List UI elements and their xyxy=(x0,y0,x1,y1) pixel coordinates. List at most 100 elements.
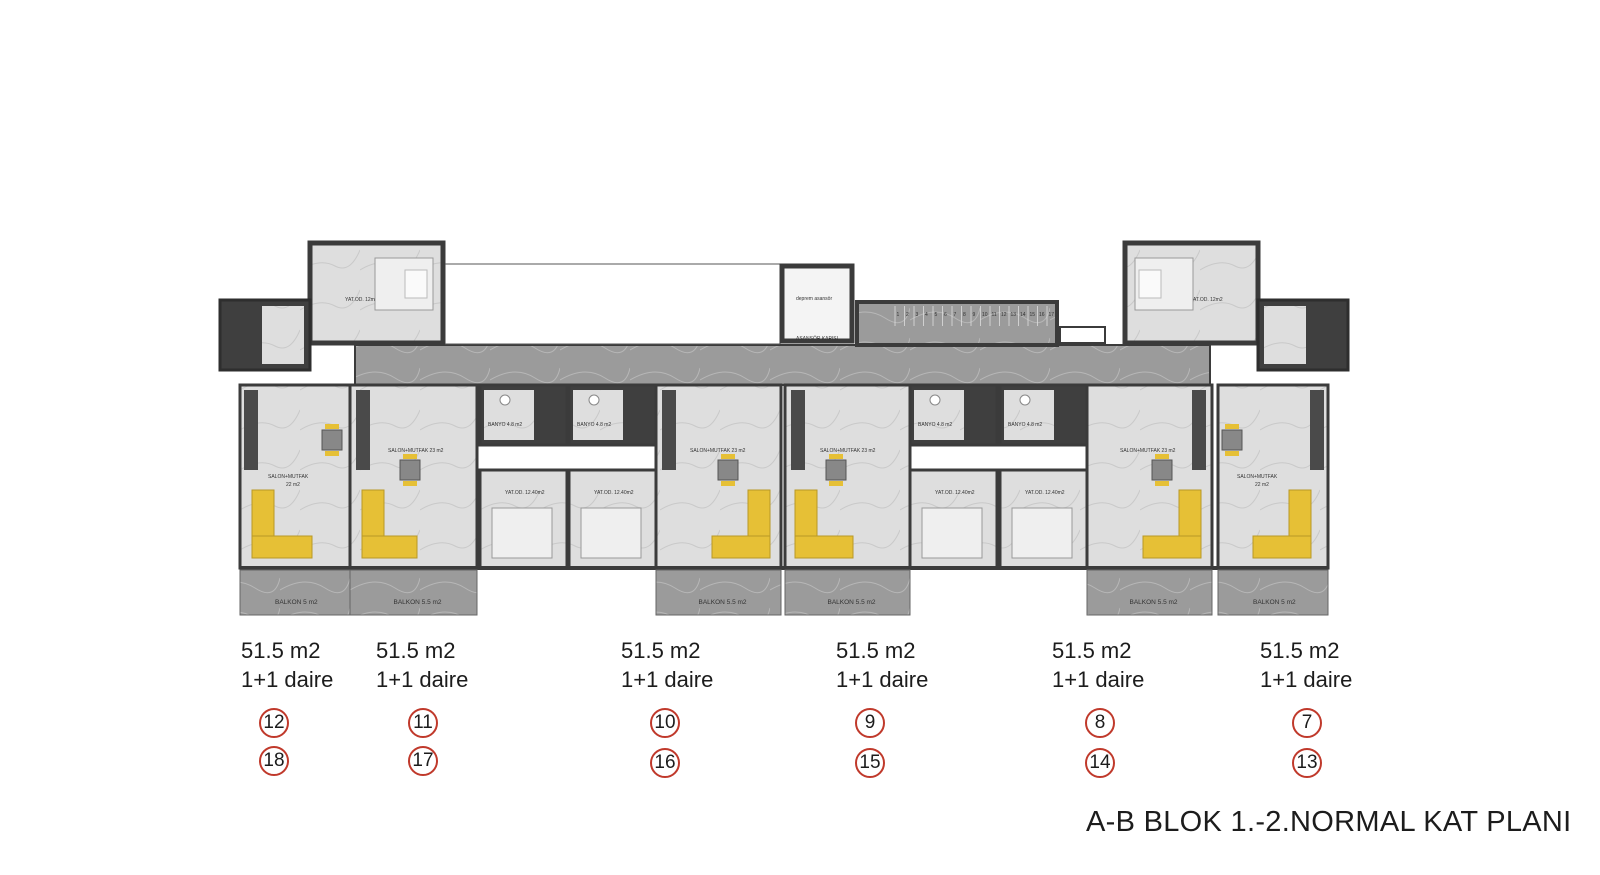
chair xyxy=(829,454,843,459)
chair xyxy=(1225,451,1239,456)
bedroom-label: YAT.OD. 12.40m2 xyxy=(594,490,634,496)
chair xyxy=(403,454,417,459)
pillow xyxy=(1138,269,1162,299)
stair-step-number: 4 xyxy=(925,312,928,318)
kitchen-counter xyxy=(244,390,258,470)
unit-number-badge: 8 xyxy=(1085,708,1115,738)
upper-right-bedroom-label: YAT.OD. 12m2 xyxy=(1190,297,1223,303)
stair-step-number: 10 xyxy=(982,312,988,318)
living-kitchen-label: SALON+MUTFAK 23 m2 xyxy=(388,448,444,454)
balcony xyxy=(784,569,911,616)
staircase xyxy=(855,300,1059,347)
stair-step-number: 12 xyxy=(1001,312,1007,318)
chair xyxy=(829,481,843,486)
living-kitchen-label: SALON+MUTFAK 23 m2 xyxy=(820,448,876,454)
living-kitchen-label: SALON+MUTFAK xyxy=(1237,474,1278,480)
elevator-shaft xyxy=(779,263,855,344)
unit-area: 51.5 m2 xyxy=(1260,638,1340,663)
unit-type: 1+1 daire xyxy=(621,667,714,692)
unit-number-badge: 12 xyxy=(259,708,289,738)
living-kitchen-label: SALON+MUTFAK 23 m2 xyxy=(690,448,746,454)
living-kitchen-label: SALON+MUTFAK xyxy=(268,474,309,480)
balcony xyxy=(349,569,478,616)
unit-number-badge: 10 xyxy=(650,708,680,738)
unit-number-badge: 9 xyxy=(855,708,885,738)
bed xyxy=(921,507,983,559)
unit-11-info: 51.5 m2 1+1 daire xyxy=(376,636,516,694)
unit-area: 51.5 m2 xyxy=(1052,638,1132,663)
living-kitchen-label: SALON+MUTFAK 23 m2 xyxy=(1120,448,1176,454)
kitchen-counter xyxy=(1192,390,1206,470)
chair xyxy=(1155,481,1169,486)
sofa xyxy=(711,535,771,559)
balcony-label: BALKON 5.5 m2 xyxy=(1130,599,1178,606)
sofa xyxy=(361,535,418,559)
bed xyxy=(1011,507,1073,559)
chair xyxy=(325,451,339,456)
sofa xyxy=(1142,535,1202,559)
unit-area: 51.5 m2 xyxy=(836,638,916,663)
sink xyxy=(929,394,941,406)
bedroom-label: YAT.OD. 12.40m2 xyxy=(1025,490,1065,496)
unit-12-info: 51.5 m2 1+1 daire xyxy=(241,636,381,694)
unit-8-info: 51.5 m2 1+1 daire xyxy=(1052,636,1192,694)
upper-left-bedroom-label: YAT.OD. 12m2 xyxy=(345,297,378,303)
stair-step-number: 15 xyxy=(1030,312,1036,318)
stair-step-number: 6 xyxy=(944,312,947,318)
plan-title: A-B BLOK 1.-2.NORMAL KAT PLANI xyxy=(1086,806,1572,838)
unit-area: 51.5 m2 xyxy=(621,638,701,663)
pillow xyxy=(404,269,428,299)
dining-table xyxy=(1221,429,1243,451)
kitchen-counter xyxy=(356,390,370,470)
stair-step-number: 14 xyxy=(1020,312,1026,318)
stair-step-number: 11 xyxy=(992,312,997,318)
balcony-label: BALKON 5.5 m2 xyxy=(699,599,747,606)
balcony-label: BALKON 5 m2 xyxy=(1253,599,1296,606)
unit-type: 1+1 daire xyxy=(241,667,334,692)
balcony xyxy=(655,569,782,616)
balcony-label: BALKON 5.5 m2 xyxy=(394,599,442,606)
unit-number-badge: 7 xyxy=(1292,708,1322,738)
bathroom-label: BANYO 4.8 m2 xyxy=(918,422,952,428)
balcony xyxy=(239,569,351,616)
kitchen-counter xyxy=(791,390,805,470)
unit-area: 51.5 m2 xyxy=(376,638,456,663)
unit-type: 1+1 daire xyxy=(1260,667,1353,692)
sink xyxy=(588,394,600,406)
balcony-label: BALKON 5 m2 xyxy=(275,599,318,606)
bathroom-label: BANYO 4.8 m2 xyxy=(488,422,522,428)
kitchen-counter xyxy=(662,390,676,470)
living-kitchen-area: 22 m2 xyxy=(286,482,300,488)
chair xyxy=(721,481,735,486)
sink xyxy=(1019,394,1031,406)
unit-number-badge: 13 xyxy=(1292,748,1322,778)
bed xyxy=(491,507,553,559)
stair-step-number: 5 xyxy=(935,312,938,318)
unit-number-badge: 15 xyxy=(855,748,885,778)
stair-step-number: 3 xyxy=(916,312,919,318)
chair xyxy=(325,424,339,429)
bedroom-label: YAT.OD. 12.40m2 xyxy=(935,490,975,496)
balcony-label: BALKON 5.5 m2 xyxy=(828,599,876,606)
stair-step-number: 13 xyxy=(1011,312,1017,318)
stair-step-number: 9 xyxy=(973,312,976,318)
stair-step-number: 1 xyxy=(897,312,900,318)
unit-number-badge: 16 xyxy=(650,748,680,778)
unit-type: 1+1 daire xyxy=(1052,667,1145,692)
balcony xyxy=(1217,569,1329,616)
sofa xyxy=(1252,535,1312,559)
bedroom-label: YAT.OD. 12.40m2 xyxy=(505,490,545,496)
elevator-door-label: ASANSÖR KAPISI xyxy=(796,335,838,342)
unit-10-info: 51.5 m2 1+1 daire xyxy=(621,636,761,694)
dining-table xyxy=(399,459,421,481)
balcony xyxy=(1086,569,1213,616)
stair-step-number: 17 xyxy=(1049,312,1055,318)
sink xyxy=(499,394,511,406)
unit-7-info: 51.5 m2 1+1 daire xyxy=(1260,636,1400,694)
sofa xyxy=(251,535,313,559)
unit-area: 51.5 m2 xyxy=(241,638,321,663)
chair xyxy=(1155,454,1169,459)
chair xyxy=(403,481,417,486)
